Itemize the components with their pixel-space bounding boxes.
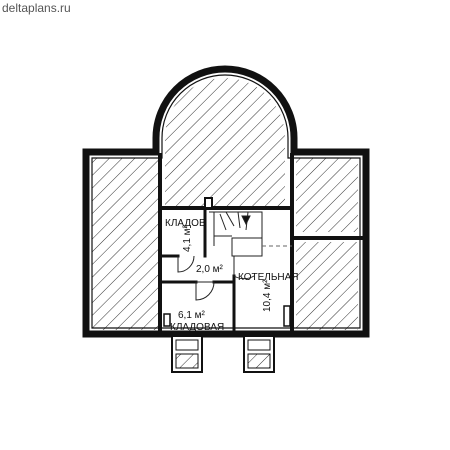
stair-outline [209, 211, 263, 257]
door-swing-boiler [233, 256, 255, 280]
room-area-storage-top: 4,1 м² [182, 224, 193, 252]
hatched-zones [92, 78, 358, 330]
fixture-storage [163, 313, 171, 327]
outer-walls [82, 65, 370, 338]
stair-step-2 [219, 213, 227, 231]
hatch-right-top [296, 158, 358, 232]
light-well-left-cap [175, 339, 199, 351]
stair-post [204, 197, 213, 209]
room-name-storage-top: КЛАДОВ [165, 218, 206, 229]
room-name-storage-bottom: КЛАДОВАЯ [170, 322, 224, 333]
hatch-right-bottom [296, 242, 358, 330]
hatch-left [92, 158, 158, 330]
outer-wall [82, 65, 370, 338]
stair-step-4 [237, 211, 241, 229]
light-wells [171, 335, 275, 373]
room-area-boiler: 10,4 м² [262, 279, 273, 312]
light-well-right-inner [247, 353, 271, 369]
door-swing-hall [195, 281, 215, 301]
doors [177, 255, 255, 301]
stair-step-3 [225, 211, 235, 227]
stair-landing [231, 237, 263, 257]
fixtures [163, 305, 291, 327]
room-name-boiler: КОТЕЛЬНАЯ [238, 272, 299, 283]
hatch-dome [165, 78, 285, 208]
watermark-text: deltaplans.ru [2, 1, 71, 15]
room-area-storage-bottom: 6,1 м² [178, 310, 206, 321]
light-well-left-inner [175, 353, 199, 369]
staircase [204, 197, 263, 257]
room-area-hall: 2,0 м² [196, 264, 224, 275]
fixture-boiler [283, 305, 291, 327]
door-swing-storage-top [177, 255, 195, 273]
stair-arrow-icon [241, 215, 251, 226]
inner-walls [158, 153, 364, 332]
light-well-right-cap [247, 339, 271, 351]
outer-wall-inner-line [91, 74, 361, 329]
